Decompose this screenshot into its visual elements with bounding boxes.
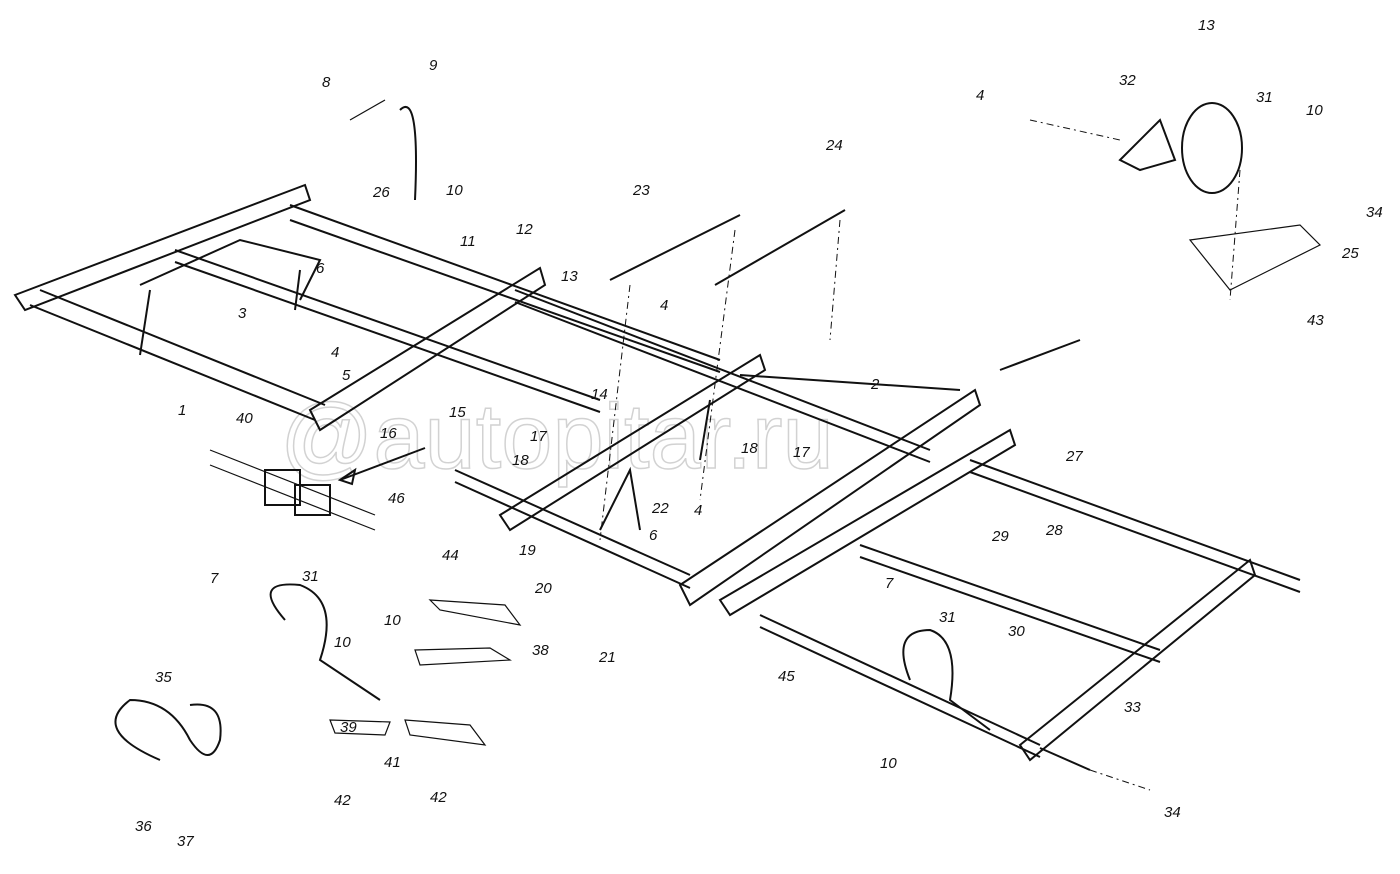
callout-20: 20 [534, 580, 552, 597]
watermark: @autopitar.ru [280, 386, 834, 488]
callout-31: 31 [939, 609, 956, 626]
callout-18: 18 [512, 452, 529, 469]
callout-12: 12 [516, 221, 533, 238]
callout-36: 36 [135, 818, 152, 835]
callout-3: 3 [238, 305, 247, 322]
callout-34: 34 [1366, 204, 1383, 221]
callout-10: 10 [384, 612, 401, 629]
callout-31: 31 [302, 568, 319, 585]
callout-4: 4 [331, 344, 339, 361]
callout-40: 40 [236, 410, 253, 427]
callout-16: 16 [380, 425, 397, 442]
callout-46: 46 [388, 490, 405, 507]
callout-15: 15 [449, 404, 466, 421]
callout-6: 6 [316, 260, 325, 277]
callout-18: 18 [741, 440, 758, 457]
callout-44: 44 [442, 547, 459, 564]
callout-41: 41 [384, 754, 401, 771]
callout-10: 10 [880, 755, 897, 772]
callout-23: 23 [632, 182, 650, 199]
callout-17: 17 [530, 428, 547, 445]
callout-43: 43 [1307, 312, 1324, 329]
callout-31: 31 [1256, 89, 1273, 106]
callout-22: 22 [651, 500, 669, 517]
callout-13: 13 [1198, 17, 1215, 34]
callout-35: 35 [155, 669, 172, 686]
callout-33: 33 [1124, 699, 1141, 716]
callout-11: 11 [460, 233, 476, 250]
callout-14: 14 [591, 386, 608, 403]
callout-32: 32 [1119, 72, 1136, 89]
callout-7: 7 [885, 575, 894, 592]
callout-labels: 8 9 26 10 11 12 6 3 13 4 5 1 40 15 14 16… [135, 17, 1383, 850]
callout-21: 21 [598, 649, 616, 666]
callout-42: 42 [334, 792, 351, 809]
callout-19: 19 [519, 542, 536, 559]
callout-37: 37 [177, 833, 194, 850]
front-frame [13, 183, 721, 432]
callout-5: 5 [342, 367, 351, 384]
callout-27: 27 [1065, 448, 1083, 465]
callout-4: 4 [660, 297, 668, 314]
callout-29: 29 [991, 528, 1009, 545]
callout-24: 24 [825, 137, 843, 154]
callout-17: 17 [793, 444, 810, 461]
callout-4: 4 [694, 502, 702, 519]
callout-45: 45 [778, 668, 795, 685]
callout-39: 39 [340, 719, 357, 736]
detail-parts [114, 99, 1322, 761]
callout-26: 26 [372, 184, 390, 201]
callout-34: 34 [1164, 804, 1181, 821]
callout-42: 42 [430, 789, 447, 806]
callout-6: 6 [649, 527, 658, 544]
callout-25: 25 [1341, 245, 1359, 262]
middle-frame [454, 289, 982, 607]
callout-10: 10 [334, 634, 351, 651]
callout-10: 10 [446, 182, 463, 199]
callout-28: 28 [1045, 522, 1063, 539]
callout-4: 4 [976, 87, 984, 104]
callout-30: 30 [1008, 623, 1025, 640]
callout-2: 2 [870, 376, 880, 393]
callout-9: 9 [429, 57, 438, 74]
callout-7: 7 [210, 570, 219, 587]
rear-frame [718, 428, 1301, 791]
callout-38: 38 [532, 642, 549, 659]
callout-8: 8 [322, 74, 331, 91]
callout-10: 10 [1306, 102, 1323, 119]
callout-1: 1 [178, 402, 186, 419]
callout-13: 13 [561, 268, 578, 285]
